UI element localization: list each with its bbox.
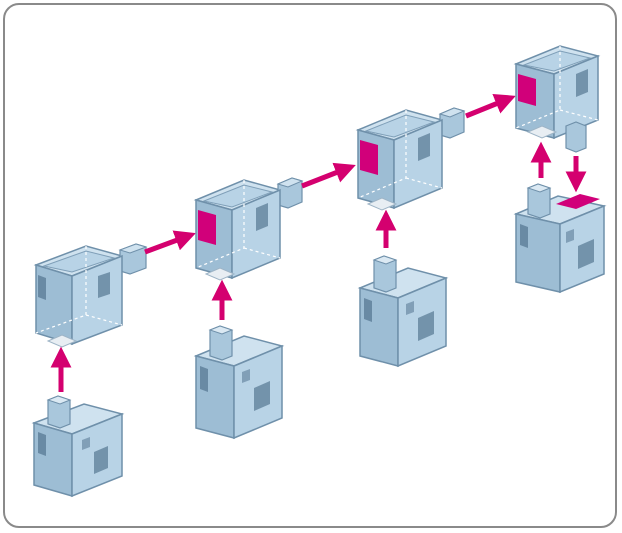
stage-2-top-cube: [193, 177, 304, 281]
stage-4-bottom-block: [513, 183, 607, 294]
stage-2-bottom-block: [193, 325, 285, 440]
stage-4-red-top-panel: [556, 194, 600, 209]
stage-4-top-cube: [513, 45, 601, 153]
arrow-stage-3-to-4: [465, 93, 516, 119]
stage-2-red-panel: [198, 210, 216, 245]
stage-4-red-panel: [518, 74, 536, 106]
stage-3-red-panel: [360, 140, 378, 175]
stage-1-bottom-block: [31, 395, 125, 498]
stage-3-top-cube: [355, 107, 466, 211]
stage-1-top-cube: [33, 243, 148, 348]
arrow-stage-2-to-3: [301, 162, 356, 189]
stage-3-bottom-block: [357, 255, 449, 368]
arrow-stage-1-to-2: [144, 230, 196, 255]
